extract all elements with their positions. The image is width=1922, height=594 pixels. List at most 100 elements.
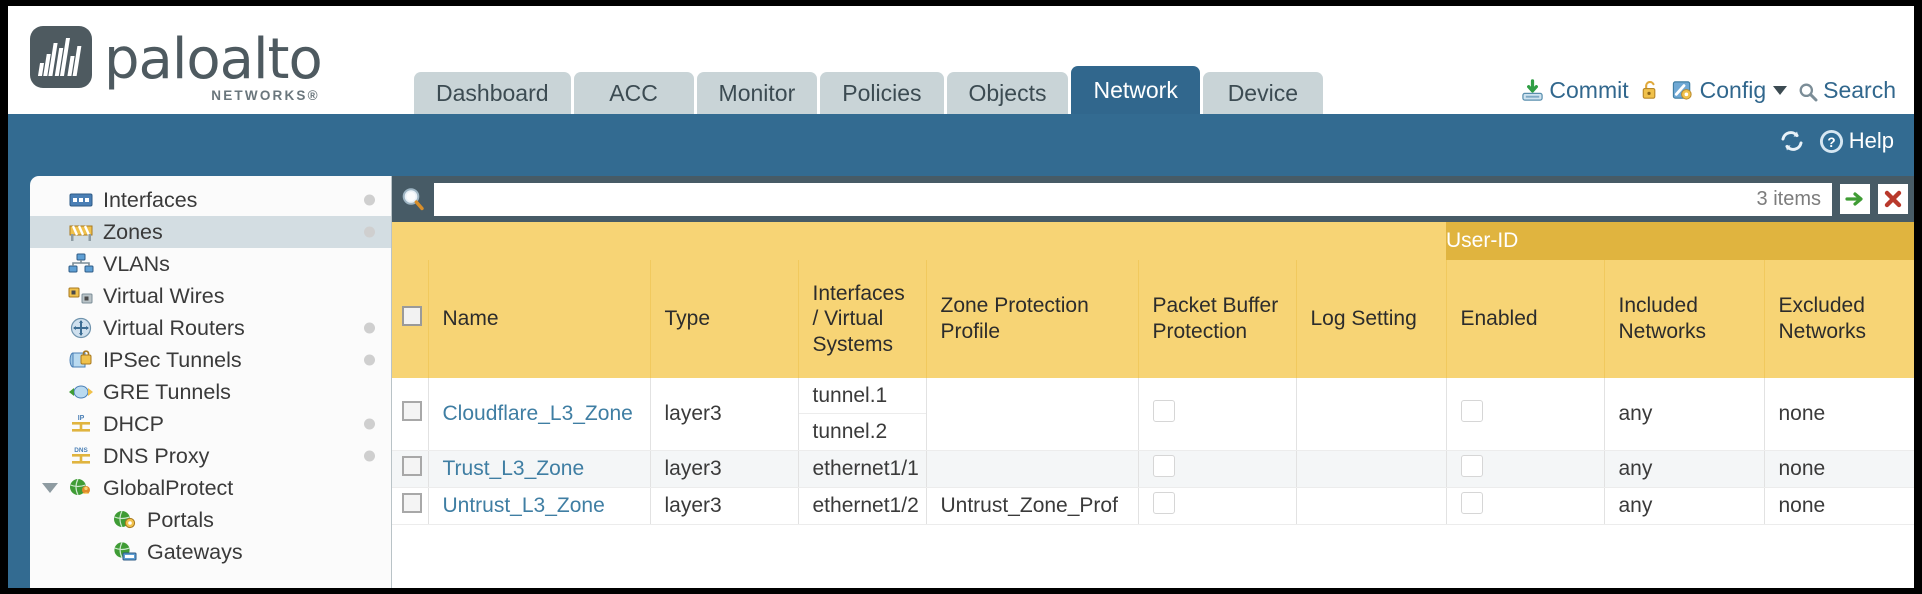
refresh-icon[interactable] (1779, 129, 1805, 153)
clear-filter-button[interactable] (1878, 184, 1908, 214)
column-header-excluded-networks[interactable]: Excluded Networks (1764, 260, 1914, 378)
cell-excluded-networks: none (1764, 487, 1914, 525)
tab-device[interactable]: Device (1202, 72, 1323, 114)
brand-sub: NETWORKS® (211, 87, 320, 103)
zone-name-link[interactable]: Untrust_L3_Zone (442, 494, 605, 517)
tab-monitor[interactable]: Monitor (696, 72, 818, 114)
sidebar-item-interfaces[interactable]: Interfaces (30, 184, 391, 216)
column-header-packet-buffer-protection[interactable]: Packet Buffer Protection (1138, 260, 1297, 378)
cell-name: Trust_L3_Zone (428, 450, 651, 488)
svg-text:IP: IP (78, 415, 85, 422)
brand-name: paloalto (104, 27, 323, 92)
column-header-name[interactable]: Name (428, 260, 651, 378)
status-dot (364, 418, 375, 430)
sidebar-item-virtual-routers[interactable]: Virtual Routers (30, 312, 391, 344)
userid-enabled-checkbox[interactable] (1460, 455, 1483, 477)
sidebar-item-virtual-wires[interactable]: Virtual Wires (30, 280, 391, 312)
sidebar-item-zones[interactable]: Zones (30, 216, 391, 248)
search-button[interactable]: Search (1798, 77, 1896, 104)
column-header-interfaces-virtual-systems[interactable]: Interfaces / Virtual Systems (798, 260, 927, 378)
interface-entry: tunnel.2 (812, 420, 888, 443)
dns-proxy-icon: DNS (68, 445, 94, 467)
globalprotect-icon (68, 477, 94, 499)
unlock-icon[interactable] (1640, 79, 1660, 102)
items-count-label: 3 items (1756, 187, 1821, 210)
sidebar-item-gateways[interactable]: Gateways (30, 536, 391, 568)
paloalto-wordmark: paloalto NETWORKS® (104, 32, 323, 102)
row-select-cell (392, 487, 429, 525)
config-dropdown[interactable]: Config (1671, 77, 1788, 104)
cell-packet-buffer-protection (1138, 378, 1297, 451)
packet-buffer-protection-checkbox[interactable] (1152, 400, 1175, 422)
interfaces-icon (68, 189, 94, 211)
cell-log-setting (1296, 487, 1447, 525)
cell-type: layer3 (650, 450, 799, 488)
row-checkbox[interactable] (402, 493, 422, 513)
commit-button[interactable]: Commit (1521, 77, 1629, 104)
table-row[interactable]: Trust_L3_Zone layer3 ethernet1/1 any non… (392, 450, 1914, 488)
search-input[interactable] (435, 183, 1757, 215)
apply-filter-button[interactable] (1840, 184, 1870, 214)
commit-icon (1521, 79, 1544, 102)
userid-enabled-checkbox[interactable] (1460, 492, 1483, 514)
sidebar-item-ipsec-tunnels[interactable]: IPSec Tunnels (30, 344, 391, 376)
commit-label: Commit (1549, 77, 1629, 103)
group-header-row: User-ID (392, 222, 1914, 260)
status-dot (364, 194, 375, 206)
interface-entry: ethernet1/2 (812, 494, 919, 517)
packet-buffer-protection-checkbox[interactable] (1152, 455, 1175, 477)
sidebar-item-label: IPSec Tunnels (103, 347, 242, 372)
filter-search-icon[interactable] (400, 186, 426, 212)
svg-text:DNS: DNS (74, 447, 88, 454)
tab-acc[interactable]: ACC (573, 72, 694, 114)
cell-zone-protection-profile (926, 450, 1139, 488)
packet-buffer-protection-checkbox[interactable] (1152, 492, 1175, 514)
column-header-enabled[interactable]: Enabled (1446, 260, 1605, 378)
sidebar-item-portals[interactable]: Portals (30, 504, 391, 536)
table-row[interactable]: Untrust_L3_Zone layer3 ethernet1/2 Untru… (392, 487, 1914, 525)
row-select-cell (392, 378, 429, 451)
column-header-included-networks[interactable]: Included Networks (1604, 260, 1765, 378)
zone-name-link[interactable]: Trust_L3_Zone (442, 457, 585, 480)
sidebar-item-label: VLANs (103, 251, 170, 276)
tab-objects[interactable]: Objects (946, 72, 1069, 114)
paloalto-logo[interactable]: paloalto NETWORKS® (30, 26, 323, 102)
cell-log-setting (1296, 450, 1447, 488)
search-icon (1798, 81, 1818, 101)
cell-userid-enabled (1446, 450, 1605, 488)
zone-name-link[interactable]: Cloudflare_L3_Zone (442, 402, 633, 425)
sidebar-item-gre-tunnels[interactable]: GRE Tunnels (30, 376, 391, 408)
column-header-type[interactable]: Type (650, 260, 799, 378)
tab-dashboard[interactable]: Dashboard (414, 72, 571, 114)
tab-network[interactable]: Network (1071, 66, 1200, 114)
help-button[interactable]: ? Help (1819, 128, 1894, 154)
sidebar-item-label: GlobalProtect (103, 475, 234, 500)
sidebar-item-dns-proxy[interactable]: DNS DNS Proxy (30, 440, 391, 472)
search-row: 3 items (392, 176, 1914, 222)
row-checkbox[interactable] (402, 456, 422, 476)
chevron-down-icon (1773, 86, 1788, 95)
cell-packet-buffer-protection (1138, 487, 1297, 525)
sidebar-item-globalprotect[interactable]: GlobalProtect (30, 472, 391, 504)
tab-policies[interactable]: Policies (820, 72, 944, 114)
sidebar-item-vlans[interactable]: VLANs (30, 248, 391, 280)
cell-name: Untrust_L3_Zone (428, 487, 651, 525)
status-dot (364, 322, 375, 334)
column-header-log-setting[interactable]: Log Setting (1296, 260, 1447, 378)
expander-triangle-icon[interactable] (42, 483, 58, 493)
logo-bars-icon (37, 38, 83, 76)
search-field-wrapper[interactable]: 3 items (434, 182, 1832, 216)
column-header-zone-protection-profile[interactable]: Zone Protection Profile (926, 260, 1139, 378)
sidebar-item-label: Virtual Wires (103, 283, 225, 308)
row-checkbox[interactable] (402, 401, 422, 421)
interface-entry: tunnel.1 (798, 378, 926, 414)
select-all-checkbox[interactable] (402, 305, 422, 326)
sidebar-item-label: DNS Proxy (103, 443, 210, 468)
userid-enabled-checkbox[interactable] (1460, 400, 1483, 422)
